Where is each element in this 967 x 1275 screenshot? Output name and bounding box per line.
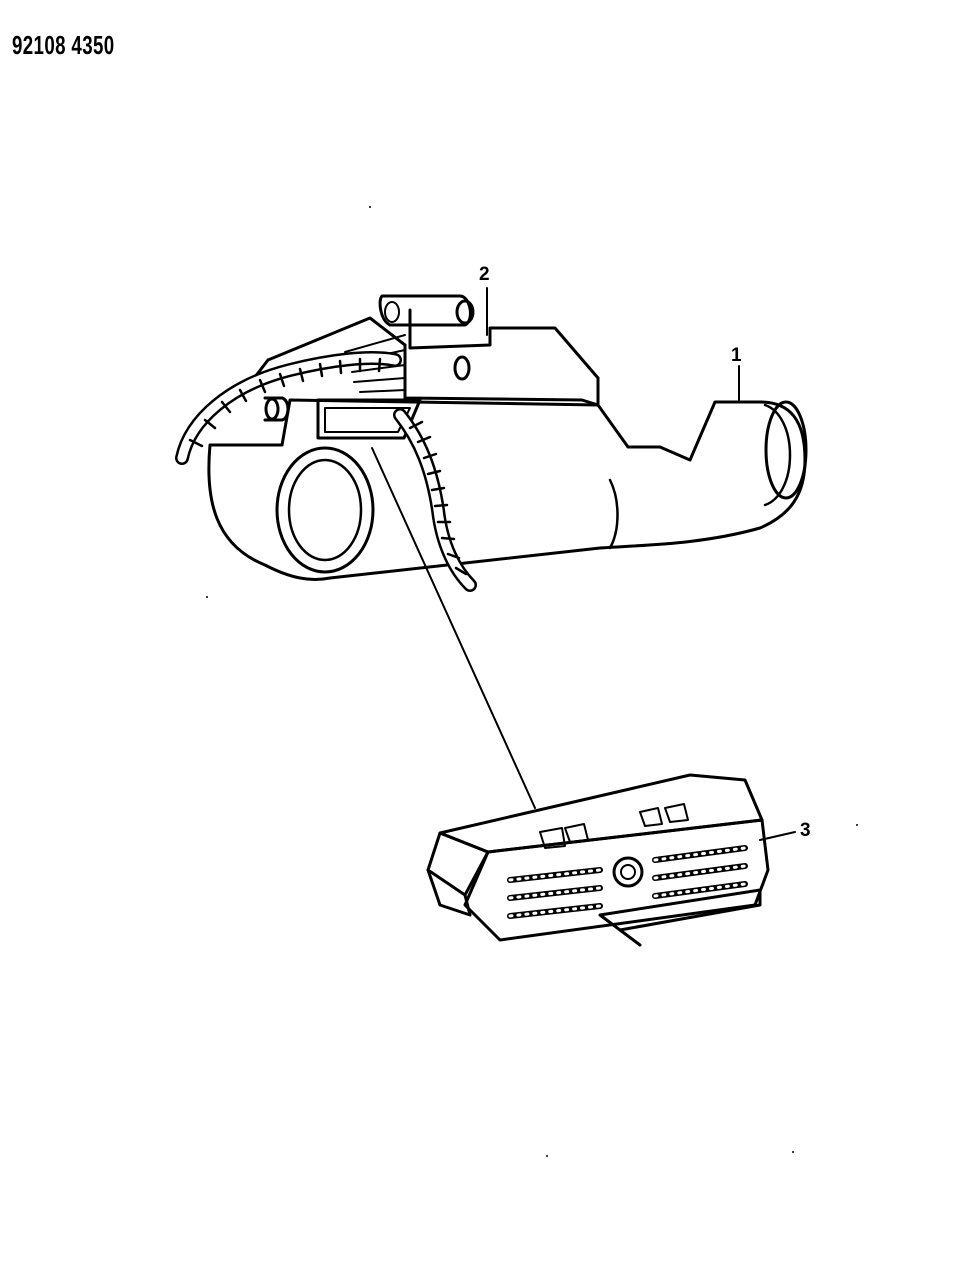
scan-specks <box>206 206 858 1157</box>
leader-line <box>371 447 536 809</box>
wiring-harness <box>175 351 477 592</box>
callout-2: 2 <box>479 264 490 285</box>
harness-connector <box>426 773 770 947</box>
diagram-code: 92108 4350 <box>12 30 115 60</box>
callout-3-leader <box>759 831 796 841</box>
callout-3: 3 <box>800 820 811 841</box>
computer-module <box>207 294 808 581</box>
callout-1: 1 <box>731 345 742 366</box>
